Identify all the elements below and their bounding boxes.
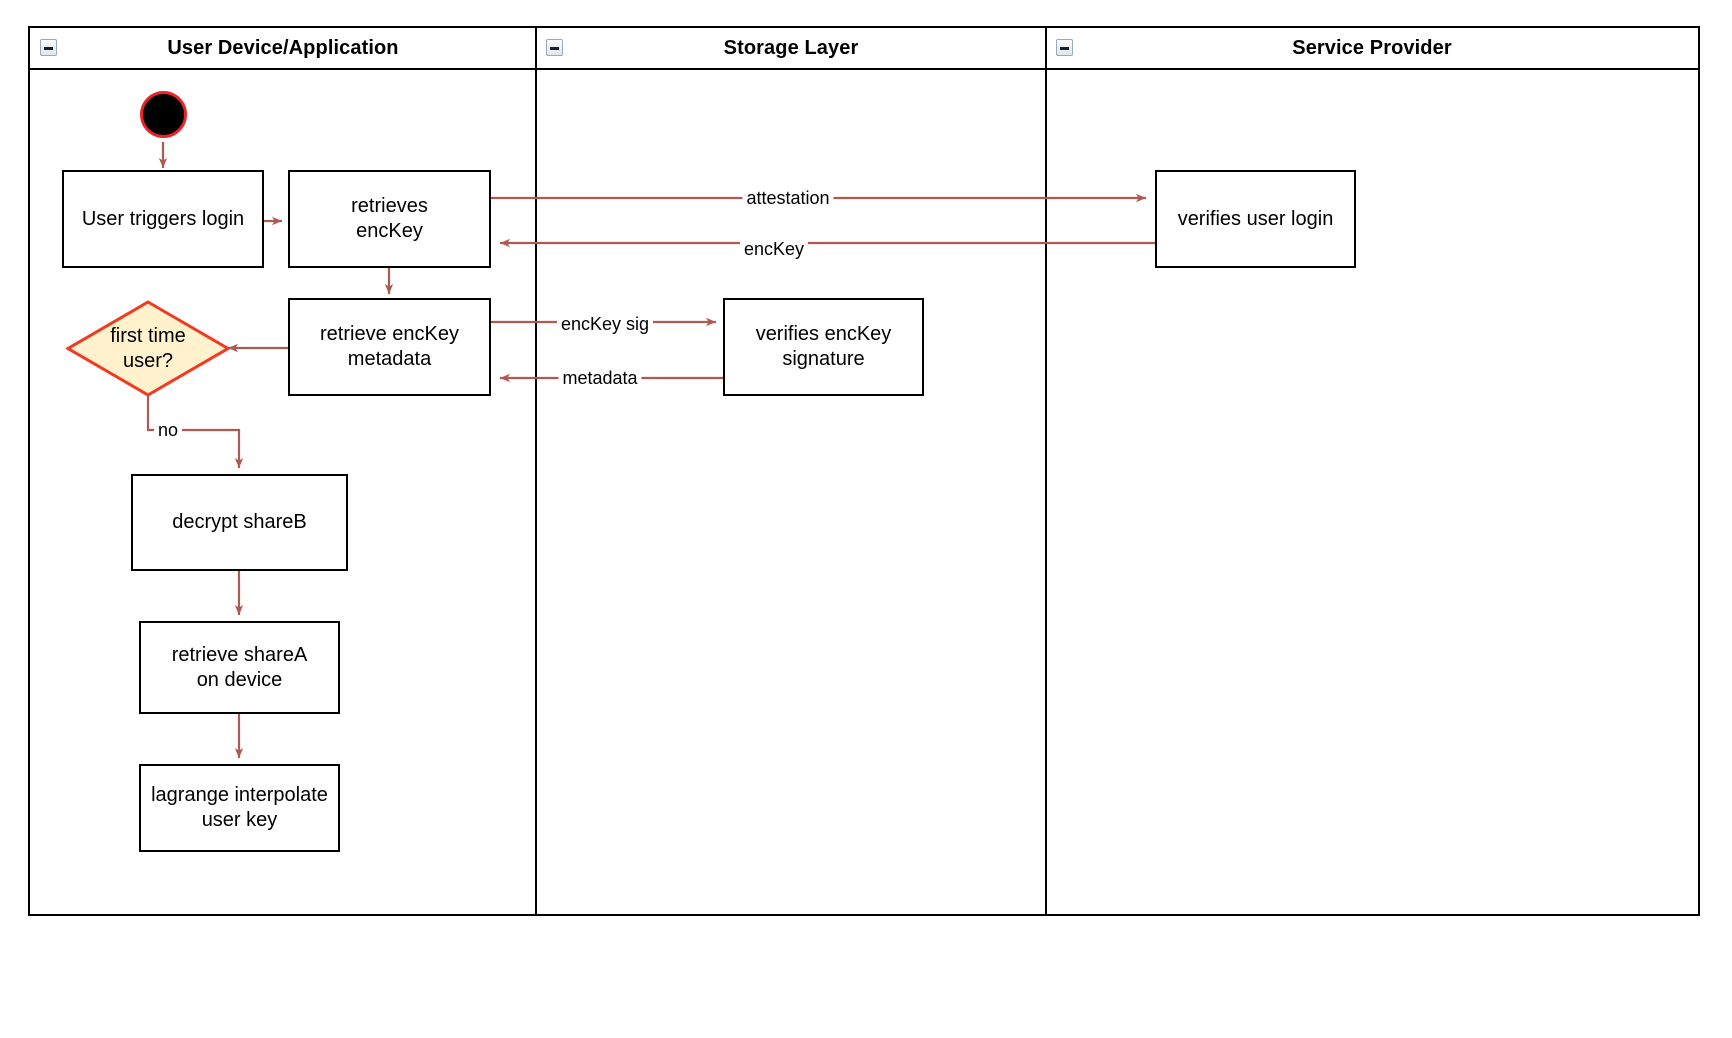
lane-header-service-provider[interactable]: Service Provider [1046,28,1698,70]
swimlane-pool: User Device/Application Storage Layer Se… [28,26,1700,916]
node-retrieve-enckey-metadata[interactable]: retrieve encKey metadata [288,298,491,396]
node-verifies-user-login[interactable]: verifies user login [1155,170,1356,268]
node-first-time-user[interactable]: first time user? [66,300,230,397]
edge-label-enckey: encKey [739,239,809,259]
edge-label-metadata: metadata [558,368,642,388]
minus-square-icon[interactable] [546,39,563,56]
node-label: verifies user login [1177,207,1334,230]
edge-label-attestation: attestation [742,188,834,208]
node-label: User triggers login [81,207,245,230]
lane-divider-2 [1045,28,1047,914]
node-retrieves-enckey[interactable]: retrieves encKey [288,170,491,268]
edge-label-enckey-sig: encKey sig [556,314,654,334]
edge-label-no: no [153,420,183,440]
node-label: decrypt shareB [172,511,307,533]
lane-header-user-device[interactable]: User Device/Application [30,28,536,70]
node-lagrange-interpolate-user-key[interactable]: lagrange interpolate user key [139,764,340,852]
node-label: verifies encKey signature [755,323,892,370]
node-label: retrieves encKey [351,195,428,242]
lane-title-storage: Storage Layer [723,36,859,59]
node-label: lagrange interpolate user key [151,784,328,831]
node-decrypt-shareb[interactable]: decrypt shareB [131,474,348,571]
minus-square-icon[interactable] [1056,39,1073,56]
node-label: retrieve encKey metadata [320,323,459,370]
lane-header-storage[interactable]: Storage Layer [536,28,1046,70]
lane-divider-1 [535,28,537,914]
diamond-shape [66,300,230,397]
node-label: retrieve shareA on device [171,643,308,691]
node-user-triggers-login[interactable]: User triggers login [62,170,264,268]
lane-title-user-device: User Device/Application [167,36,399,59]
start-node[interactable] [140,91,187,138]
lane-title-service-provider: Service Provider [1292,36,1452,59]
minus-square-icon[interactable] [40,39,57,56]
node-verifies-enckey-signature[interactable]: verifies encKey signature [723,298,924,396]
node-retrieve-sharea-on-device[interactable]: retrieve shareA on device [139,621,340,714]
